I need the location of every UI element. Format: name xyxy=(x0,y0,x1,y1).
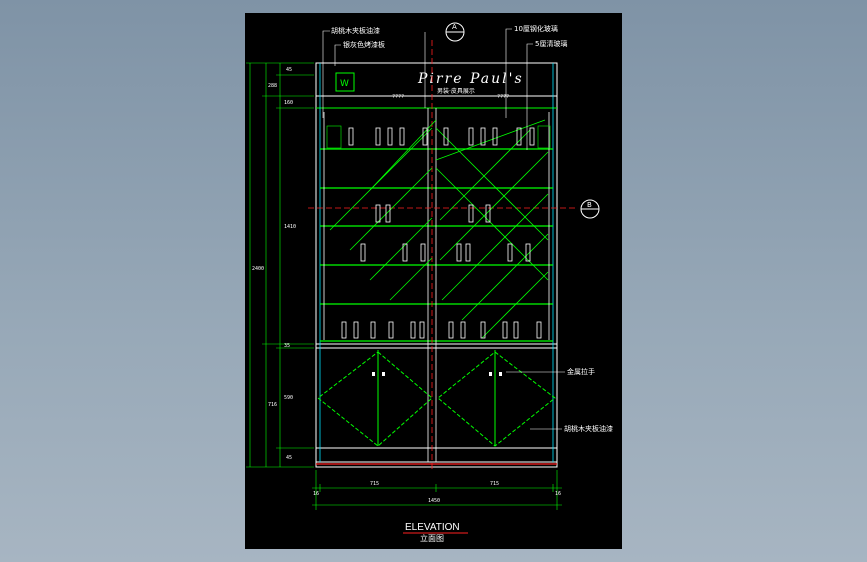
title-cn: 立面图 xyxy=(420,533,444,543)
dim-bottom-total: 1450 xyxy=(428,498,440,504)
section-mark-a-label: A xyxy=(452,23,457,31)
callout-tempered-glass: 10厘钢化玻璃 xyxy=(514,24,558,33)
callout-metal-handle: 金属拉手 xyxy=(567,367,595,376)
dim-bottom-seg-2: 715 xyxy=(490,481,499,487)
unknown-label-1: ???? xyxy=(392,94,404,100)
hang-rails xyxy=(326,125,551,149)
dim-left-6: 45 xyxy=(286,455,292,461)
brand-text: Pirre Paul's xyxy=(417,71,524,87)
dim-mid-1: 288 xyxy=(268,83,277,89)
dim-left-1: 45 xyxy=(286,67,292,73)
logo-mark: W xyxy=(340,79,349,89)
display-items xyxy=(341,127,542,339)
callout-walnut-veneer: 胡桃木夹板油漆 xyxy=(331,26,380,35)
lower-cabinet-doors xyxy=(317,350,556,447)
logo-box xyxy=(335,72,355,92)
door-handles xyxy=(372,372,502,376)
dim-bottom-seg-1: 715 xyxy=(370,481,379,487)
glass-shelves xyxy=(320,148,553,342)
section-mark-b-label: B xyxy=(587,201,592,209)
dim-bottom-end-right: 16 xyxy=(555,491,561,497)
glass-doors xyxy=(323,108,550,462)
callout-silver-paint-board: 银灰色烤漆板 xyxy=(343,40,385,49)
dimension-lines-bottom xyxy=(312,470,562,510)
dim-left-4: 35 xyxy=(284,343,290,349)
callout-clear-glass: 5厘清玻璃 xyxy=(535,39,567,48)
section-marker-b xyxy=(580,199,600,219)
dim-left-5: 590 xyxy=(284,395,293,401)
dim-outer: 2400 xyxy=(252,266,264,272)
cabinet-outline xyxy=(315,62,558,468)
dim-left-2: 160 xyxy=(284,100,293,106)
brand-subtitle: 男装·皮具展示 xyxy=(437,87,475,95)
dimension-lines-left xyxy=(246,62,314,468)
dim-left-3: 1410 xyxy=(284,224,296,230)
dim-mid-2: 716 xyxy=(268,402,277,408)
callout-walnut-veneer-lower: 胡桃木夹板油漆 xyxy=(564,424,613,433)
dim-bottom-end-left: 16 xyxy=(313,491,319,497)
drawing-sheet xyxy=(245,13,622,549)
section-marker-a xyxy=(445,22,465,42)
unknown-label-2: ???? xyxy=(497,94,509,100)
callout-leaders xyxy=(322,28,565,430)
title-elevation: ELEVATION xyxy=(405,522,460,533)
